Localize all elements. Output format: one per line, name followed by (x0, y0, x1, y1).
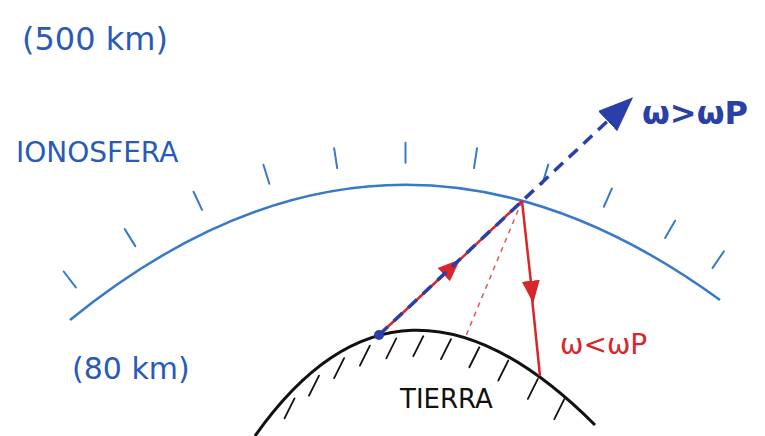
hatch-tick (360, 346, 370, 366)
hatch-tick (441, 339, 451, 359)
condition-label: ω>ωP (642, 96, 748, 131)
hatch-tick (334, 148, 337, 168)
condition-label: ω<ωP (560, 330, 647, 361)
hatch-tick (498, 360, 508, 380)
hatch-tick (528, 379, 538, 399)
reflected-ray (531, 288, 540, 376)
hatch-tick (334, 358, 344, 378)
hatch-tick (604, 188, 612, 206)
hatch-tick (474, 148, 477, 168)
hatch-tick (386, 338, 396, 358)
emitter-dot (374, 330, 384, 340)
reflected-ray (522, 201, 532, 292)
altitude-label: (80 km) (72, 352, 190, 385)
hatch-tick (469, 347, 479, 367)
hatch-tick (413, 336, 423, 356)
hatch-tick (405, 143, 407, 163)
hatch-tick (194, 192, 202, 210)
altitude-label: (500 km) (22, 22, 168, 57)
hatch-tick (665, 221, 675, 238)
transmitted-ray (379, 102, 628, 335)
hatch-tick (554, 399, 564, 419)
hatch-tick (125, 229, 136, 246)
hatch-tick (713, 251, 724, 268)
ionosphere-boundary (70, 185, 720, 320)
hatch-tick (285, 398, 295, 418)
hatch-tick (309, 376, 319, 396)
earth-hatching (285, 336, 565, 419)
region-label: TIERRA (400, 385, 493, 414)
region-label: IONOSFERA (16, 138, 178, 169)
refracted-ray-dashed (465, 201, 522, 338)
hatch-tick (64, 271, 76, 287)
earth-surface (255, 330, 595, 436)
hatch-tick (263, 165, 269, 184)
